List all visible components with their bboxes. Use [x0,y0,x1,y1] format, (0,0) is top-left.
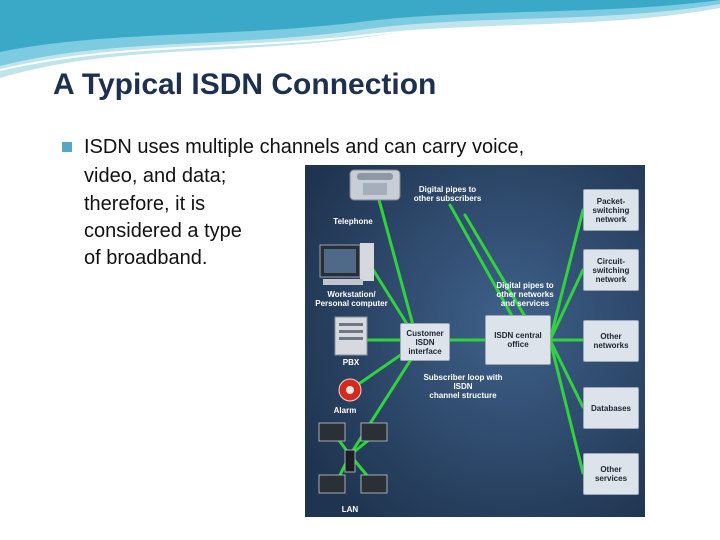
other-networks-box: Other networks [583,320,639,362]
bullet-line-4: considered a type [84,220,242,242]
circuit-switching-network-box: Circuit- switching network [583,249,639,291]
workstation-icon [319,243,374,285]
slide-title: A Typical ISDN Connection [53,68,437,101]
bullet-line-1: ISDN uses multiple channels and can carr… [84,136,525,158]
label-digital-pipes-subscribers: Digital pipes to other subscribers [413,185,482,203]
telephone-icon [349,169,401,201]
bullet-line-5: of broadband. [84,247,208,269]
label-lan: LAN [341,505,359,514]
label-telephone: Telephone [333,217,373,226]
lan-computers-icon [318,422,388,494]
label-subscriber-loop: Subscriber loop with ISDN channel struct… [423,373,503,400]
bullet-square-icon [62,142,72,152]
other-services-box: Other services [583,453,639,495]
packet-switching-network-box: Packet- switching network [583,189,639,231]
label-digital-pipes-networks: Digital pipes to other networks and serv… [496,281,554,308]
customer-isdn-interface-box: Customer ISDN interface [400,323,450,361]
alarm-icon [338,378,362,402]
isdn-diagram: Digital pipes to other subscribers Telep… [305,165,645,517]
label-alarm: Alarm [333,406,357,415]
header-wave-decoration [0,0,720,78]
label-pbx: PBX [342,358,360,367]
databases-box: Databases [583,387,639,429]
pbx-icon [334,316,368,356]
isdn-central-office-box: ISDN central office [485,315,551,365]
bullet-line-3: therefore, it is [84,193,206,215]
bullet-line-2: video, and data; [84,165,227,187]
label-workstation: Workstation/ Personal computer [315,290,388,308]
